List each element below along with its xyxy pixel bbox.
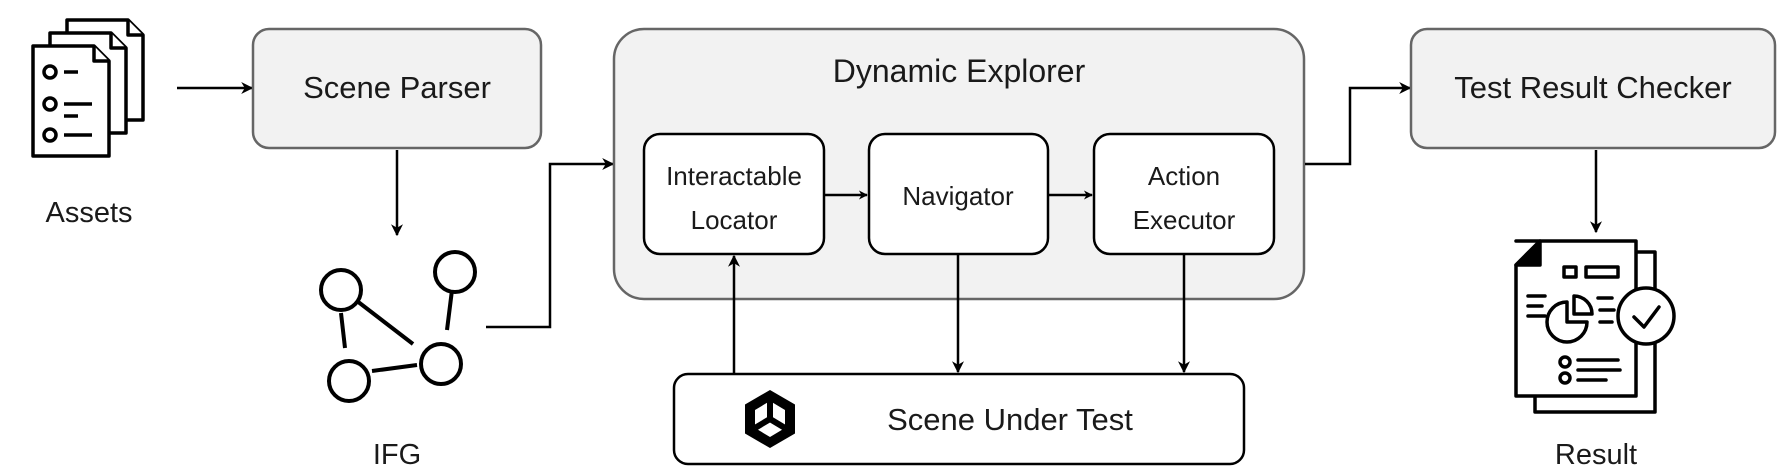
graph-nodes-icon: [319, 250, 477, 403]
interactable-locator-line2: Locator: [691, 205, 778, 235]
navigator-label: Navigator: [902, 181, 1014, 211]
interactable-locator-box: [642, 132, 826, 256]
action-executor-box: [1092, 132, 1276, 256]
test-result-checker-box: [1409, 27, 1777, 150]
dynamic-explorer-title: Dynamic Explorer: [833, 53, 1086, 89]
arrow-ifg-to-explorer: [486, 158, 615, 329]
unity-cube-icon: [745, 390, 795, 448]
report-check-icon: [1514, 239, 1676, 414]
interactable-locator-line1: Interactable: [666, 161, 802, 191]
scene-under-test-box: [672, 372, 1246, 466]
arrow-explorer-to-checker: [1305, 82, 1412, 166]
scene-parser-label: Scene Parser: [303, 70, 491, 105]
scene-under-test-label: Scene Under Test: [887, 402, 1133, 437]
test-result-checker-label: Test Result Checker: [1454, 70, 1731, 105]
action-executor-line1: Action: [1148, 161, 1220, 191]
assets-label: Assets: [45, 197, 132, 229]
result-label: Result: [1555, 439, 1637, 471]
ifg-label: IFG: [373, 439, 421, 471]
scene-parser-box: [251, 27, 543, 150]
action-executor-line2: Executor: [1133, 205, 1236, 235]
documents-stack-icon: [31, 18, 145, 158]
